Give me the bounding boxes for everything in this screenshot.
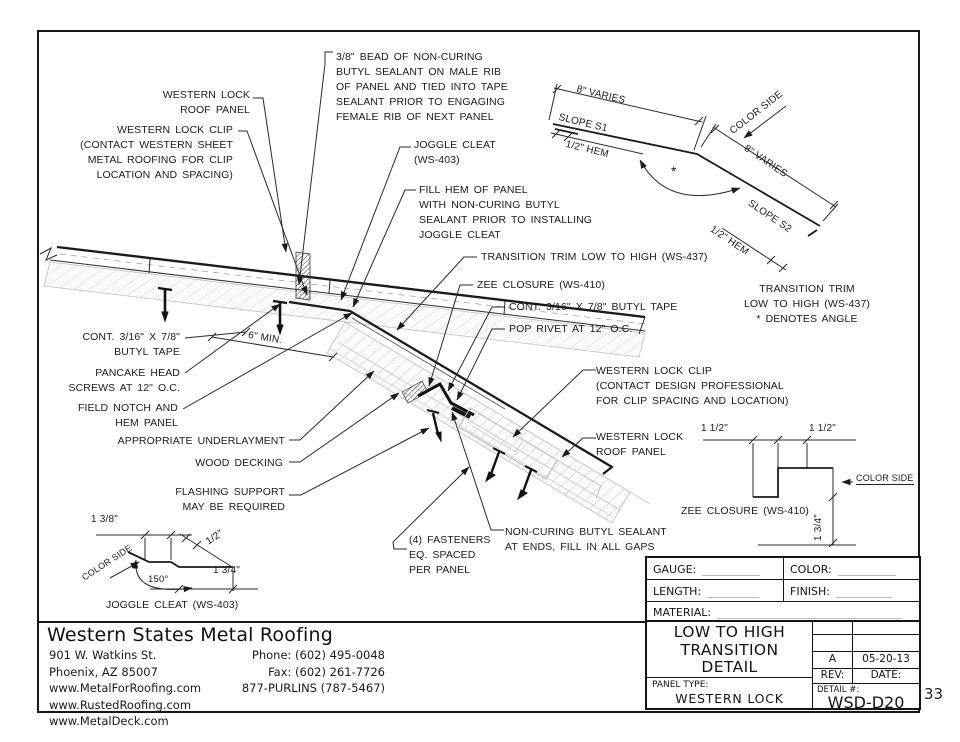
joggle-profile-caption: JOGGLE CLEAT (WS-403): [106, 599, 239, 611]
company-website-1[interactable]: www.MetalForRoofing.com: [49, 681, 202, 695]
rev-cell-empty: [813, 622, 853, 634]
sheet-border: [37, 30, 920, 713]
company-website-3[interactable]: www.MetalDeck.com: [49, 714, 169, 728]
callout-transition-trim: TRANSITION TRIM LOW TO HIGH (WS-437): [481, 251, 708, 263]
callout-field-notch: FIELD NOTCH AND HEM PANEL: [77, 402, 178, 429]
callout-clip-top: WESTERN LOCK CLIP (CONTACT WESTERN SHEET…: [80, 124, 233, 181]
lower-roof-panel: [458, 407, 558, 480]
page-number: 33: [924, 685, 944, 703]
detail-number-value: WSD-D20: [827, 693, 905, 712]
zee-profile-diagram: [703, 435, 856, 548]
panel-type-label: PANEL TYPE:: [652, 680, 709, 690]
callout-underlayment: APPROPRIATE UNDERLAYMENT: [117, 435, 285, 447]
color-blank: [837, 564, 896, 576]
dim-zee-left: 1 1/2": [701, 423, 728, 434]
company-phone: Phone: (602) 495-0048: [251, 648, 385, 662]
company-block: Western States Metal Roofing 901 W. Watk…: [39, 621, 645, 728]
dim-zee-right: 1 1/2": [809, 423, 836, 434]
callout-pancake-screws: PANCAKE HEAD SCREWS AT 12" O.C.: [68, 367, 180, 394]
company-address1: 901 W. Watkins St.: [49, 648, 157, 662]
length-label: LENGTH:: [653, 585, 702, 598]
rev-value: A: [813, 652, 853, 668]
joggle-profile-diagram: [96, 530, 258, 594]
title-block: LOW TO HIGH TRANSITION DETAIL PANEL TYPE…: [645, 622, 921, 712]
callout-butyl-tape-left: CONT. 3/16" X 7/8" BUTYL TAPE: [82, 331, 180, 358]
company-tollfree: 877-PURLINS (787-5467): [241, 681, 385, 695]
callout-roof-panel-right: WESTERN LOCK ROOF PANEL: [596, 431, 684, 458]
material-blank: [717, 607, 903, 619]
date-cell-empty: [853, 622, 919, 634]
callout-sealant-ends: NON-CURING BUTYL SEALANT AT ENDS, FILL I…: [505, 526, 667, 553]
panel-type-value: WESTERN LOCK: [675, 691, 784, 706]
zee-closure-section: [417, 381, 475, 417]
lower-slope-assembly: [288, 300, 651, 524]
dim-joggle-bottom: 1 3/4": [213, 565, 240, 576]
screw: [485, 447, 506, 483]
callout-wood-decking: WOOD DECKING: [195, 457, 283, 469]
callout-flashing-support: FLASHING SUPPORT MAY BE REQUIRED: [175, 486, 285, 513]
color-label: COLOR:: [790, 563, 832, 576]
date-label: DATE:: [870, 669, 902, 681]
trim-profile-caption: TRANSITION TRIM LOW TO HIGH (WS-437) * D…: [743, 283, 871, 325]
dim-joggle-top: 1 3/8": [91, 514, 118, 525]
company-name: Western States Metal Roofing: [47, 624, 333, 646]
screw: [426, 409, 442, 443]
panel-clip: [471, 413, 524, 453]
gauge-blank: [702, 564, 761, 576]
callout-zee-closure: ZEE CLOSURE (WS-410): [477, 279, 605, 291]
label-color-side-zee: COLOR SIDE: [856, 473, 914, 485]
callout-fill-hem: FILL HEM OF PANEL WITH NON-CURING BUTYL …: [419, 184, 593, 241]
rev-label: REV:: [813, 669, 853, 683]
company-website-2[interactable]: www.RustedRoofing.com: [49, 697, 192, 712]
callout-bead: 3/8" BEAD OF NON-CURING BUTYL SEALANT ON…: [336, 51, 508, 123]
rev-cell-empty: [813, 635, 853, 651]
angle-asterisk: *: [671, 163, 677, 179]
date-value: 05-20-13: [862, 653, 910, 665]
callout-roof-panel-top: WESTERN LOCK ROOF PANEL: [162, 89, 250, 116]
dim-joggle-angle: 150°: [148, 574, 169, 585]
company-address2: Phoenix, AZ 85007: [49, 664, 158, 679]
screw: [517, 465, 538, 501]
spec-table: GAUGE: COLOR: LENGTH: FINISH: MATERIAL:: [645, 556, 921, 622]
date-cell-empty: [853, 635, 919, 651]
company-fax: Fax: (602) 261-7726: [268, 664, 385, 679]
length-blank: [707, 586, 760, 598]
dim-zee-height: 1 3/4": [813, 514, 824, 541]
leader-lines: [182, 51, 596, 550]
drawing-title: LOW TO HIGH TRANSITION DETAIL: [647, 622, 812, 678]
trim-profile-diagram: [548, 83, 839, 273]
callout-pop-rivet: POP RIVET AT 12" O.C.: [509, 323, 633, 335]
callout-fasteners: (4) FASTENERS EQ. SPACED PER PANEL: [409, 534, 491, 576]
gauge-label: GAUGE:: [653, 563, 697, 576]
pancake-screw: [157, 286, 173, 323]
finish-blank: [836, 586, 893, 598]
callout-butyl-tape-right: CONT. 3/16" X 7/8" BUTYL TAPE: [509, 301, 678, 313]
material-label: MATERIAL:: [653, 606, 712, 619]
callout-joggle-cleat: JOGGLE CLEAT (WS-403): [414, 139, 496, 166]
detail-number-label: DETAIL #:: [817, 685, 860, 695]
finish-label: FINISH:: [790, 585, 831, 598]
transition-trim-line: [288, 300, 614, 475]
zee-profile-caption: ZEE CLOSURE (WS-410): [681, 505, 809, 517]
callout-clip-right: WESTERN LOCK CLIP (CONTACT DESIGN PROFES…: [596, 365, 789, 407]
